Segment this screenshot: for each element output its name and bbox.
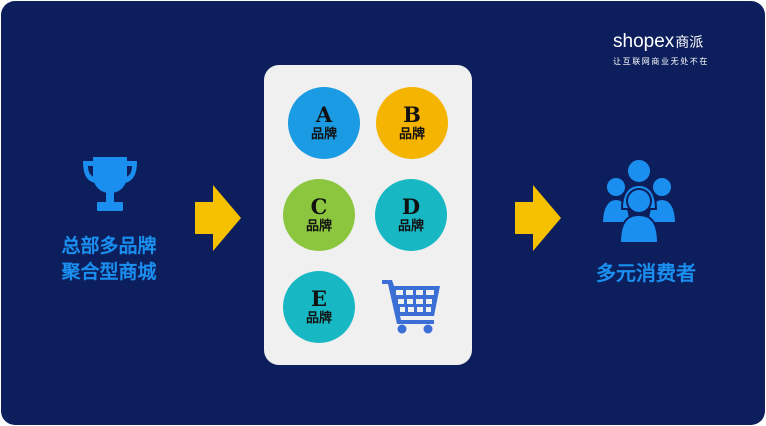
brand-word: 品牌 [397, 218, 424, 234]
logo-wordmark: shopex商派 [613, 31, 743, 53]
left-caption-line1: 总部多品牌 [61, 235, 157, 257]
brand-letter: B [403, 101, 421, 127]
brand-word: 品牌 [398, 126, 425, 142]
brand-letter: C [310, 193, 328, 219]
left-caption-line2: 聚合型商城 [61, 261, 157, 283]
right-caption: 多元消费者 [596, 261, 696, 285]
trophy-icon [83, 157, 137, 211]
brand-letter: A [315, 101, 333, 127]
brand-c-circle: C 品牌 [283, 179, 355, 251]
brand-e-circle: E 品牌 [283, 271, 355, 343]
brand-a-circle: A 品牌 [288, 87, 360, 159]
logo-brand-cn: 商派 [675, 34, 704, 50]
right-arrow-icon [195, 185, 241, 251]
logo-brand: shopex [613, 31, 675, 52]
brand-letter: E [310, 285, 327, 311]
left-caption: 总部多品牌 聚合型商城 [41, 233, 177, 285]
brand-word: 品牌 [305, 310, 332, 326]
people-group-icon [602, 158, 676, 243]
shopping-cart-icon [382, 280, 440, 334]
brand-d-circle: D 品牌 [375, 179, 447, 251]
brand-b-circle: B 品牌 [376, 87, 448, 159]
logo-slogan: 让互联网商业无处不在 [613, 57, 709, 66]
brand-panel: A 品牌 B 品牌 C 品牌 D 品牌 E 品牌 [264, 65, 472, 365]
brand-word: 品牌 [310, 126, 337, 142]
right-arrow-icon [515, 185, 561, 251]
brand-word: 品牌 [305, 218, 332, 234]
shopex-logo: shopex商派 让互联网商业无处不在 [613, 31, 743, 67]
brand-letter: D [401, 193, 421, 219]
